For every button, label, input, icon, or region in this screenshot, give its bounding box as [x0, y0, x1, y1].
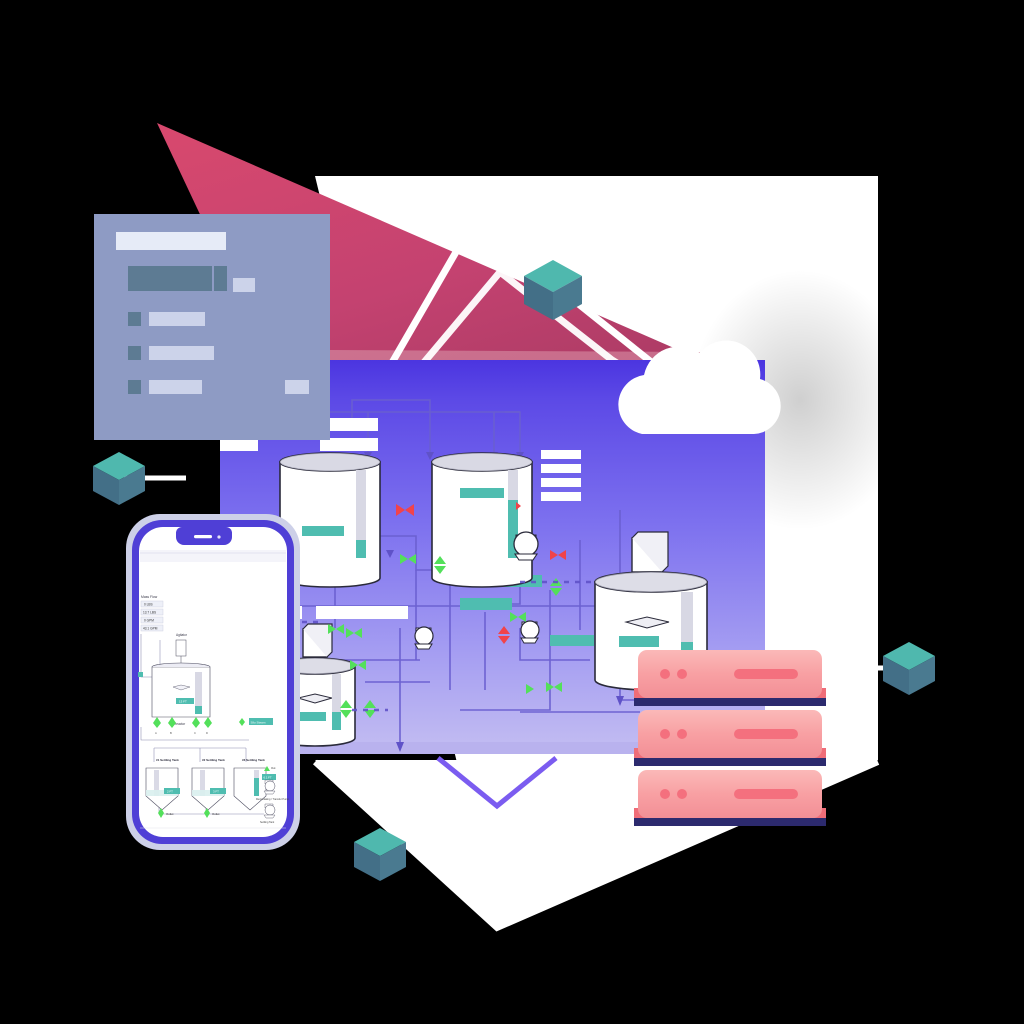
- pump-3: [414, 626, 434, 650]
- tank-outlet: Outlet: [166, 812, 174, 816]
- row-icon: [128, 312, 141, 326]
- panel-title-bar: [116, 232, 226, 250]
- tank-label: #2 Settling Tank: [202, 758, 225, 762]
- phone-pump-1[interactable]: [263, 779, 276, 795]
- phone-pump-2[interactable]: [263, 803, 276, 819]
- row-label: [149, 380, 202, 394]
- server-rack-stack[interactable]: [630, 644, 830, 836]
- silo-steam-badge[interactable]: Silo Steam: [239, 718, 273, 726]
- settling-tank-3[interactable]: #3 Settling Tank 6.1 FT Out: [233, 758, 276, 811]
- dashboard-placeholder-panel[interactable]: [94, 214, 330, 440]
- row-label: [149, 312, 205, 326]
- row-icon: [128, 346, 141, 360]
- readout-value-4: 43.1 GPM: [143, 627, 158, 631]
- tank-value: 2 FT: [167, 790, 173, 794]
- valve-open-group[interactable]: [328, 554, 562, 718]
- panel-header-badge: [233, 278, 255, 292]
- tank-label: #3 Settling Tank: [242, 758, 265, 762]
- readout-value-2: 13.7 LBS: [143, 611, 156, 615]
- readout-value-1: 0 LBS: [144, 603, 153, 607]
- node-cube-left[interactable]: [93, 452, 145, 505]
- chevron-purple: [436, 756, 558, 810]
- reactor-valve-row[interactable]: [153, 717, 212, 728]
- pump-4: [520, 620, 540, 644]
- tank-1[interactable]: [279, 452, 381, 588]
- server-led: [660, 789, 670, 799]
- valve-tag-d: D: [206, 731, 208, 735]
- node-cube-bottom[interactable]: [354, 828, 406, 881]
- server-led: [660, 729, 670, 739]
- signal-lines: [280, 580, 592, 712]
- phone-speaker: [194, 535, 212, 539]
- panel-background: [94, 214, 330, 440]
- reactor-value: 13 FT: [179, 700, 187, 704]
- valve-tag-c: C: [194, 731, 196, 735]
- pump-label-2: Settling Tank: [260, 821, 275, 824]
- valve-tag-a: A: [155, 731, 157, 735]
- pump-label-1: Recirculating / Transfer Pump: [256, 798, 290, 801]
- server-led: [677, 669, 687, 679]
- row-label: [149, 346, 214, 360]
- tank-value: 3 FT: [213, 790, 219, 794]
- panel-header-block-1: [128, 266, 212, 291]
- panel-row-1[interactable]: [128, 312, 205, 326]
- row-badge: [285, 380, 309, 394]
- server-bar: [734, 729, 798, 739]
- reactor-label: Reactor: [174, 722, 186, 726]
- settling-tank-1[interactable]: #1 Settling Tank 2 FT Outlet: [145, 758, 180, 818]
- valve-closed-group[interactable]: [396, 502, 566, 644]
- panel-header-block-2: [214, 266, 227, 291]
- cloud-icon: [618, 340, 781, 434]
- server-bar: [734, 669, 798, 679]
- chevron-line-upper: [326, 181, 683, 472]
- node-cube-right[interactable]: [883, 642, 935, 695]
- cloud-service-node[interactable]: [612, 338, 790, 448]
- panel-row-3[interactable]: [128, 380, 309, 394]
- panel-row-2[interactable]: [128, 346, 214, 360]
- tank-value: 6.1 FT: [264, 776, 272, 780]
- tank-outlet: Outlet: [212, 812, 220, 816]
- node-cube-top[interactable]: [524, 260, 582, 320]
- phone-diagram: Mass Flow 0 LBS 13.7 LBS 0 GPM 43.1 GPM: [138, 550, 290, 829]
- readout-panel: Mass Flow 0 LBS 13.7 LBS 0 GPM 43.1 GPM: [140, 595, 164, 632]
- server-unit-1[interactable]: [634, 650, 826, 706]
- row-icon: [128, 380, 141, 394]
- monitor-base-band: [220, 742, 765, 754]
- tank-2[interactable]: [431, 452, 533, 588]
- valve-tag-b: B: [170, 731, 172, 735]
- tank-label: #1 Settling Tank: [156, 758, 179, 762]
- server-led: [677, 789, 687, 799]
- server-bar: [734, 789, 798, 799]
- pump-2: [513, 531, 539, 561]
- settling-tank-2[interactable]: #2 Settling Tank 3 FT Outlet: [191, 758, 226, 818]
- agitator-label: Agitator: [176, 633, 188, 637]
- server-unit-2[interactable]: [634, 710, 826, 766]
- readout-value-3: 0 GPM: [144, 619, 154, 623]
- readout-title: Mass Flow: [141, 595, 158, 599]
- phone-camera: [217, 535, 221, 539]
- silo-label: Silo Steam: [251, 721, 266, 725]
- mobile-scada-view[interactable]: Mass Flow 0 LBS 13.7 LBS 0 GPM 43.1 GPM: [124, 512, 302, 852]
- phone-screen[interactable]: [139, 527, 287, 837]
- server-led: [677, 729, 687, 739]
- server-led: [660, 669, 670, 679]
- server-unit-3[interactable]: [634, 770, 826, 826]
- tank-outlet: Out: [271, 766, 276, 770]
